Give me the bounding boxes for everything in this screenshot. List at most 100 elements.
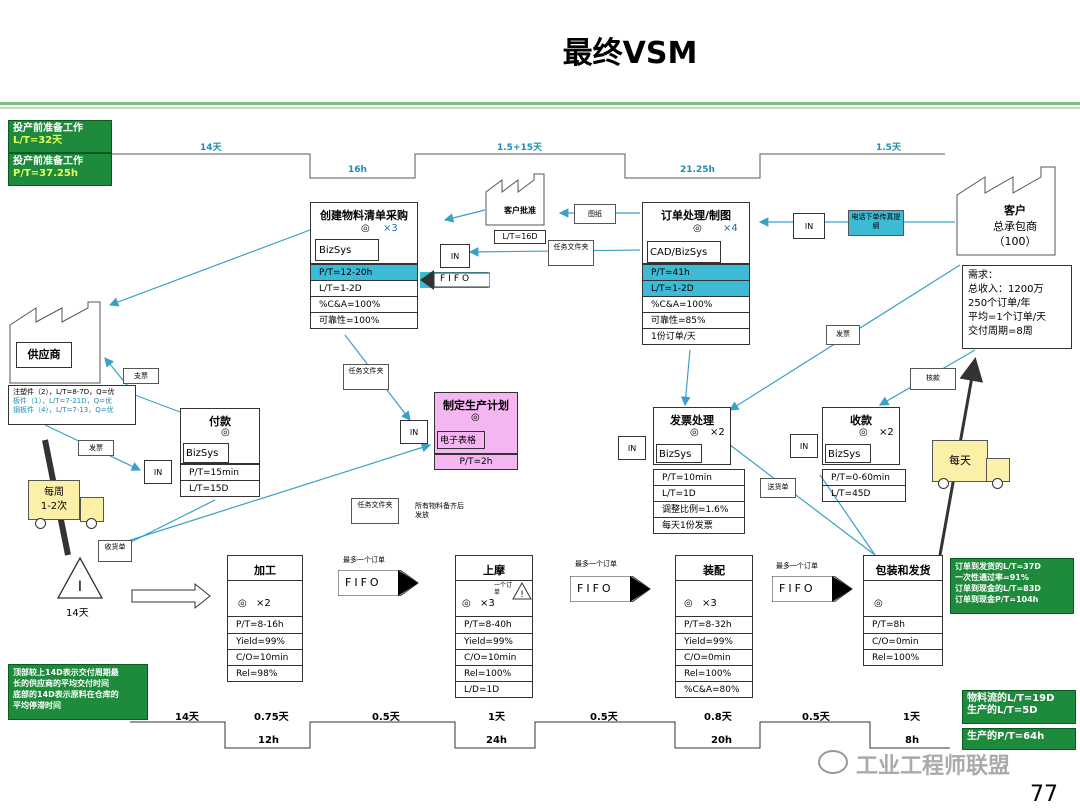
demand-line: 总收入：1200万 (968, 284, 1044, 295)
packing-data-table: P/T=8h C/O=0min Rel=100% (863, 616, 943, 666)
in-box: IN (618, 436, 646, 460)
watermark-text: 工业工程师联盟 (856, 754, 1011, 779)
max-order-label: 最多一个订单 (776, 562, 818, 570)
kpi-line: 订单到发货的L/T=37D (955, 562, 1041, 571)
demand-box: 需求： 总收入：1200万 250个订单/年 平均=1个订单/天 交付周期=8周 (962, 265, 1072, 349)
plan-pt: P/T=2h (434, 454, 518, 470)
order-input-box: 电话下单传真提纲 (848, 210, 904, 236)
machining-multiplier: ×2 (256, 598, 271, 609)
supplier-note: 板件（1），L/T=7-21D，Q=优 (13, 397, 113, 405)
assembly-row: P/T=8-32h (684, 620, 732, 630)
collect-operator-icon: ◎ (859, 427, 868, 438)
bom-data-table: P/T=12-20h L/T=1-2D %C&A=100% 可靠性=100% (310, 264, 418, 329)
painting-process-box: 上摩 ◎ ×3 一个订单 ! (455, 555, 533, 617)
all-materials-note: 所有物料备齐后发放 (415, 502, 464, 519)
painting-row: Yield=99% (456, 633, 532, 649)
collect-row: L/T=45D (823, 485, 905, 501)
truck-weekly-box: 每周 1-2次 (28, 480, 80, 520)
bom-operator-icon: ◎ (361, 223, 370, 234)
invoice-doc-box: 发票 (78, 440, 114, 456)
assembly-row: Yield=99% (676, 633, 752, 649)
truck-line: 每周 (44, 487, 64, 498)
packing-process-box: 包装和发货 ◎ (863, 555, 943, 617)
invoice-row: 每天1份发票 (654, 517, 744, 533)
order-row: 1份订单/天 (643, 328, 749, 344)
fifo-arrow-icon (570, 576, 651, 602)
machining-row: Yield=99% (228, 633, 302, 649)
timeline-wait: 0.5天 (802, 712, 830, 723)
packing-title: 包装和发货 (875, 564, 931, 577)
note-line: 底部的14D表示原料在仓库的 (13, 690, 119, 699)
pay-title: 付款 (209, 415, 231, 428)
supplier-title: 供应商 (27, 348, 61, 361)
note-line: 平均停滞时间 (13, 701, 61, 710)
assembly-row: C/O=0min (676, 649, 752, 665)
summary-line: 生产的L/T=5D (967, 705, 1038, 716)
customer-title: 客户 (1004, 204, 1026, 217)
top-timeline-label: 1.5+15天 (497, 143, 543, 153)
order-operator-icon: ◎ (693, 223, 702, 234)
timeline-wait: 0.5天 (590, 712, 618, 723)
truck-line: 1-2次 (40, 501, 68, 512)
collect-data-table: P/T=0-60min L/T=45D (822, 469, 906, 502)
demand-line: 250个订单/年 (968, 298, 1031, 309)
order-system: CAD/BizSys (647, 241, 721, 263)
timeline-wait: 1天 (903, 712, 920, 723)
timeline-wait: 0.5天 (372, 712, 400, 723)
note-line: 长的供应商的平均交付时间 (13, 679, 109, 688)
supplier-label-box: 供应商 (16, 342, 72, 368)
assembly-title: 装配 (703, 564, 725, 577)
bom-title: 创建物料清单采购 (320, 209, 408, 222)
approval-factory-icon (485, 173, 545, 226)
check-box: 支票 (123, 368, 159, 384)
top-timeline-label: 14天 (200, 143, 222, 153)
kpi-line: 订单到现金P/T=104h (955, 595, 1039, 604)
packing-operator-icon: ◎ (874, 598, 883, 609)
assembly-multiplier: ×3 (702, 598, 717, 609)
bom-process-box: 创建物料清单采购 ◎ ×3 BizSys (310, 202, 418, 264)
pay-system: BizSys (183, 443, 229, 463)
truck-wheel-icon (938, 478, 949, 489)
order-row: 可靠性=85% (643, 312, 749, 328)
order-title: 订单处理/制图 (660, 209, 732, 222)
painting-data-table: P/T=8-40h Yield=99% C/O=10min Rel=100% L… (455, 616, 533, 698)
painting-title: 上摩 (483, 564, 505, 577)
in-box: IN (793, 213, 825, 239)
bom-row: P/T=12-20h (311, 264, 417, 280)
approval-title: 客户批准 (504, 206, 536, 215)
truck-wheel-icon (86, 518, 97, 529)
kpi-box: 订单到发货的L/T=37D 一次性通过率=91% 订单到现金的L/T=83D 订… (950, 558, 1074, 614)
inventory-triangle-icon: ! (512, 582, 532, 600)
timeline-process: 12h (258, 735, 280, 746)
collect-multiplier: ×2 (879, 427, 894, 438)
plan-operator-icon: ◎ (471, 412, 480, 423)
prep-label: 投产前准备工作 (13, 123, 83, 134)
customer-name: 总承包商 (993, 220, 1037, 233)
invoice-multiplier: ×2 (710, 427, 725, 438)
fifo-arrow-icon (338, 570, 419, 596)
packing-row: C/O=0min (864, 633, 942, 649)
max-order-label: 最多一个订单 (343, 556, 385, 564)
painting-operator-icon: ◎ (462, 598, 471, 609)
in-box: IN (790, 434, 818, 458)
painting-row: P/T=8-40h (464, 620, 512, 630)
machining-operator-icon: ◎ (238, 598, 247, 609)
invoice-label-box: 发票 (826, 325, 860, 345)
process-divider (676, 580, 752, 581)
machining-row: Rel=98% (228, 665, 302, 681)
truck-daily-box: 每天 (932, 440, 988, 482)
pay-process-box: 付款 ◎ BizSys (180, 408, 260, 464)
order-row: %C&A=100% (643, 296, 749, 312)
fifo-label: FIFO (440, 274, 473, 284)
pay-data-table: P/T=15min L/T=15D (180, 464, 260, 497)
in-box: IN (400, 420, 428, 444)
order-row: L/T=1-2D (643, 280, 749, 296)
receive-doc-box: 收货单 (98, 540, 132, 562)
plan-tool: 电子表格 (437, 431, 485, 449)
page-number: 77 (1030, 782, 1058, 807)
fifo-arrow-icon (772, 576, 853, 602)
timeline-process: 8h (905, 735, 920, 746)
drawing-box: 图纸 (574, 204, 616, 224)
painting-row: L/D=1D (456, 681, 532, 697)
